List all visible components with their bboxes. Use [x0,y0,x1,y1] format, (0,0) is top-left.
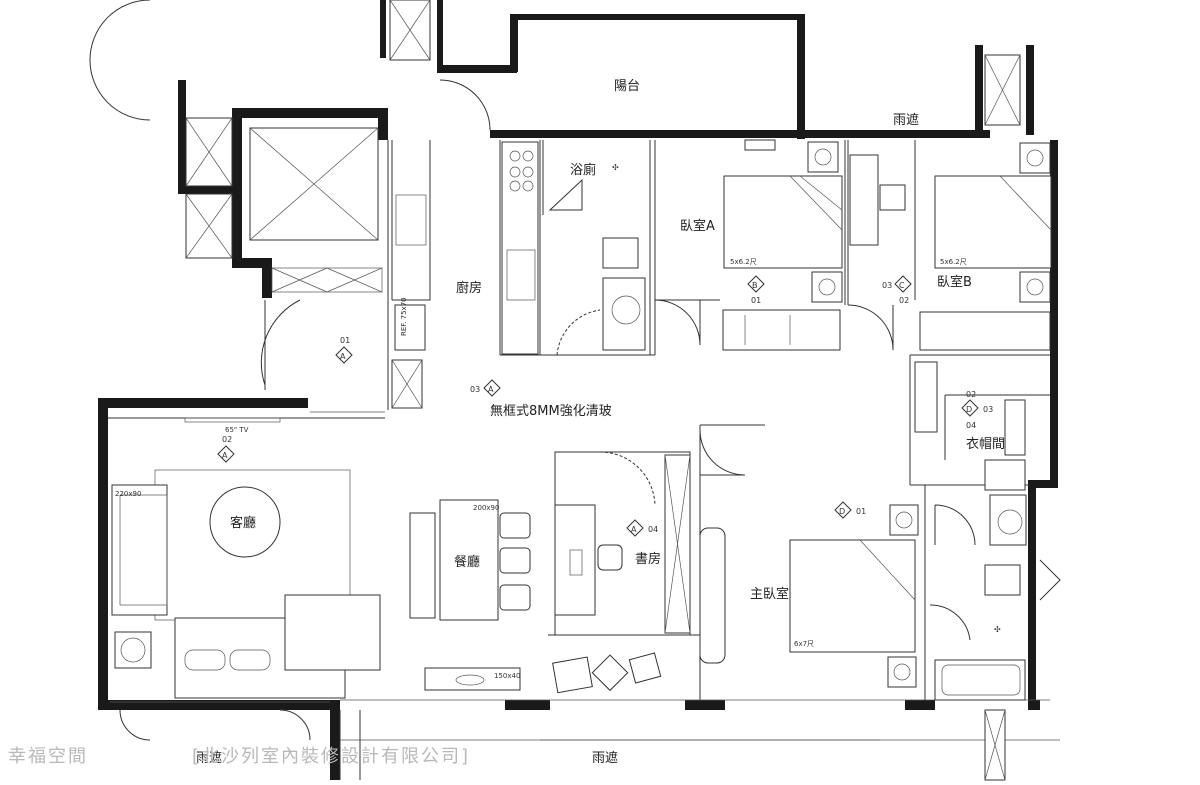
label-balcony: 陽台 [614,79,640,94]
bench-size: 150x40 [494,672,520,680]
marker-kitchen: A 03 [470,379,501,397]
structural-walls [98,0,1058,780]
label-bathroom: 浴廁 [570,162,596,178]
svg-text:03: 03 [882,281,892,290]
svg-text:A: A [488,385,494,394]
label-canopy-top: 雨遮 [893,112,919,128]
svg-text:D: D [966,405,972,414]
svg-text:✣: ✣ [994,625,1001,634]
bed-master-size: 6x7尺 [794,640,814,648]
watermark-brand: 幸福空間 [8,746,88,767]
label-glass-note: 無框式8MM強化清玻 [490,404,612,419]
svg-text:01: 01 [340,336,350,345]
svg-text:04: 04 [648,525,658,534]
marker-bed-a: B 01 [747,275,765,305]
dining-room: 200x90 150x40 [409,499,531,691]
table-size: 200x90 [473,504,499,512]
living-room: 220x90 65" TV [111,417,381,699]
marker-bed-b: C 03 02 [882,275,912,305]
watermark: 幸福空間 [北沙列室內裝修設計有限公司] [8,746,470,767]
svg-text:A: A [222,451,228,460]
bathroom-fixtures: ✣ [548,163,646,351]
marker-study: A 04 [626,519,658,537]
svg-text:01: 01 [856,507,866,516]
fridge-label: REF. 75x70 [400,297,408,336]
bed-a-size: 5x6.2尺 [730,258,757,266]
marker-master: D 01 [834,501,866,519]
svg-text:02: 02 [966,390,976,399]
svg-text:03: 03 [470,385,480,394]
study [552,504,662,694]
master-suite: ✣ 6x7尺 [699,494,1027,701]
marker-entry: A 01 [335,336,353,364]
door-swings [89,0,1061,780]
svg-text:A: A [340,352,346,361]
label-bedroom-a: 臥室A [680,218,715,234]
tv-label: 65" TV [225,426,249,434]
bed-b-size: 5x6.2尺 [940,258,967,266]
sofa-size: 220x90 [115,490,141,498]
watermark-company: [北沙列室內裝修設計有限公司] [192,746,470,767]
room-labels: 陽台 雨遮 浴廁 臥室A 臥室B 廚房 無框式8MM強化清玻 衣帽間 客廳 餐廳… [196,79,1005,766]
svg-text:A: A [631,525,637,534]
marker-tv: A 02 [217,435,235,463]
label-kitchen: 廚房 [456,280,482,296]
svg-text:B: B [752,281,758,290]
label-closet: 衣帽間 [966,436,1005,452]
bedroom-a: 5x6.2尺 [722,139,843,351]
label-dining: 餐廳 [454,554,480,570]
label-living: 客廳 [230,515,256,531]
interior-partitions [108,140,1060,741]
label-master: 主臥室 [750,586,789,602]
marker-closet: D 02 03 04 [961,390,993,430]
label-canopy-bottom: 雨遮 [592,750,618,766]
kitchen-counter: REF. 75x70 [394,141,539,355]
bedroom-b: 5x6.2尺 [849,142,1052,351]
svg-text:04: 04 [966,421,976,430]
svg-text:D: D [839,507,845,516]
svg-text:01: 01 [751,296,761,305]
section-markers: A 01 A 03 A 02 A 04 B 01 C 03 02 [217,275,993,537]
closet [914,361,1026,491]
svg-text:03: 03 [983,405,993,414]
svg-text:02: 02 [222,435,232,444]
label-bedroom-b: 臥室B [937,274,972,290]
svg-text:C: C [899,281,905,290]
label-canopy-bottom-left: 雨遮 [196,750,222,766]
cabinet-boxes [185,0,1026,781]
svg-text:02: 02 [899,296,909,305]
label-study: 書房 [635,551,661,567]
svg-text:✣: ✣ [612,163,619,172]
